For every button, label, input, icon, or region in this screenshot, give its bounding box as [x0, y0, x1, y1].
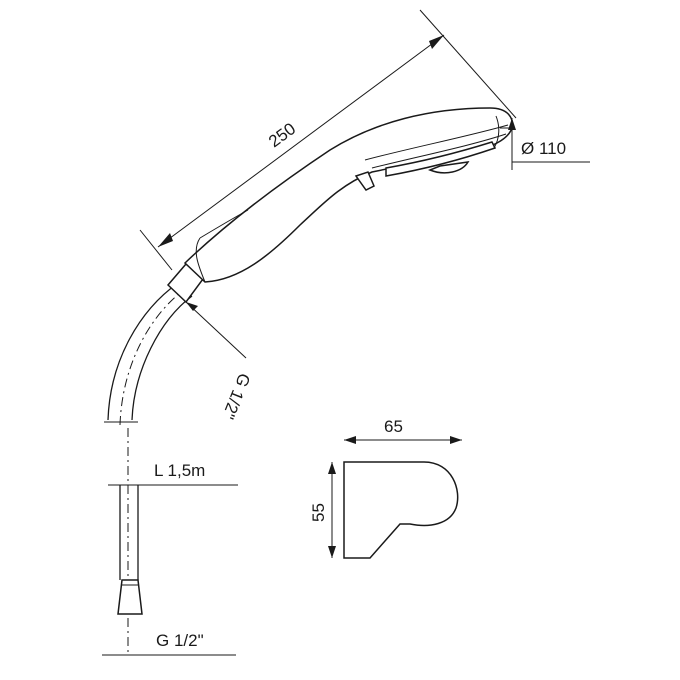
dimension-55: 55	[309, 462, 336, 558]
holder-height-label: 55	[309, 503, 328, 522]
dimension-handle-thread: G 1/2"	[185, 301, 254, 422]
hose-length-label: L 1,5m	[154, 461, 205, 480]
hose-straight: L 1,5m G 1/2"	[102, 428, 238, 656]
dimension-65: 65	[344, 417, 462, 444]
wall-holder	[343, 461, 459, 559]
holder-width-label: 65	[384, 417, 403, 436]
shower-handle	[166, 107, 514, 304]
dimension-diameter: Ø 110	[500, 118, 590, 170]
hose-curved	[104, 282, 193, 426]
handle-thread-label: G 1/2"	[218, 371, 253, 422]
diameter-label: Ø 110	[521, 139, 566, 158]
hose-thread-label: G 1/2"	[156, 631, 204, 650]
